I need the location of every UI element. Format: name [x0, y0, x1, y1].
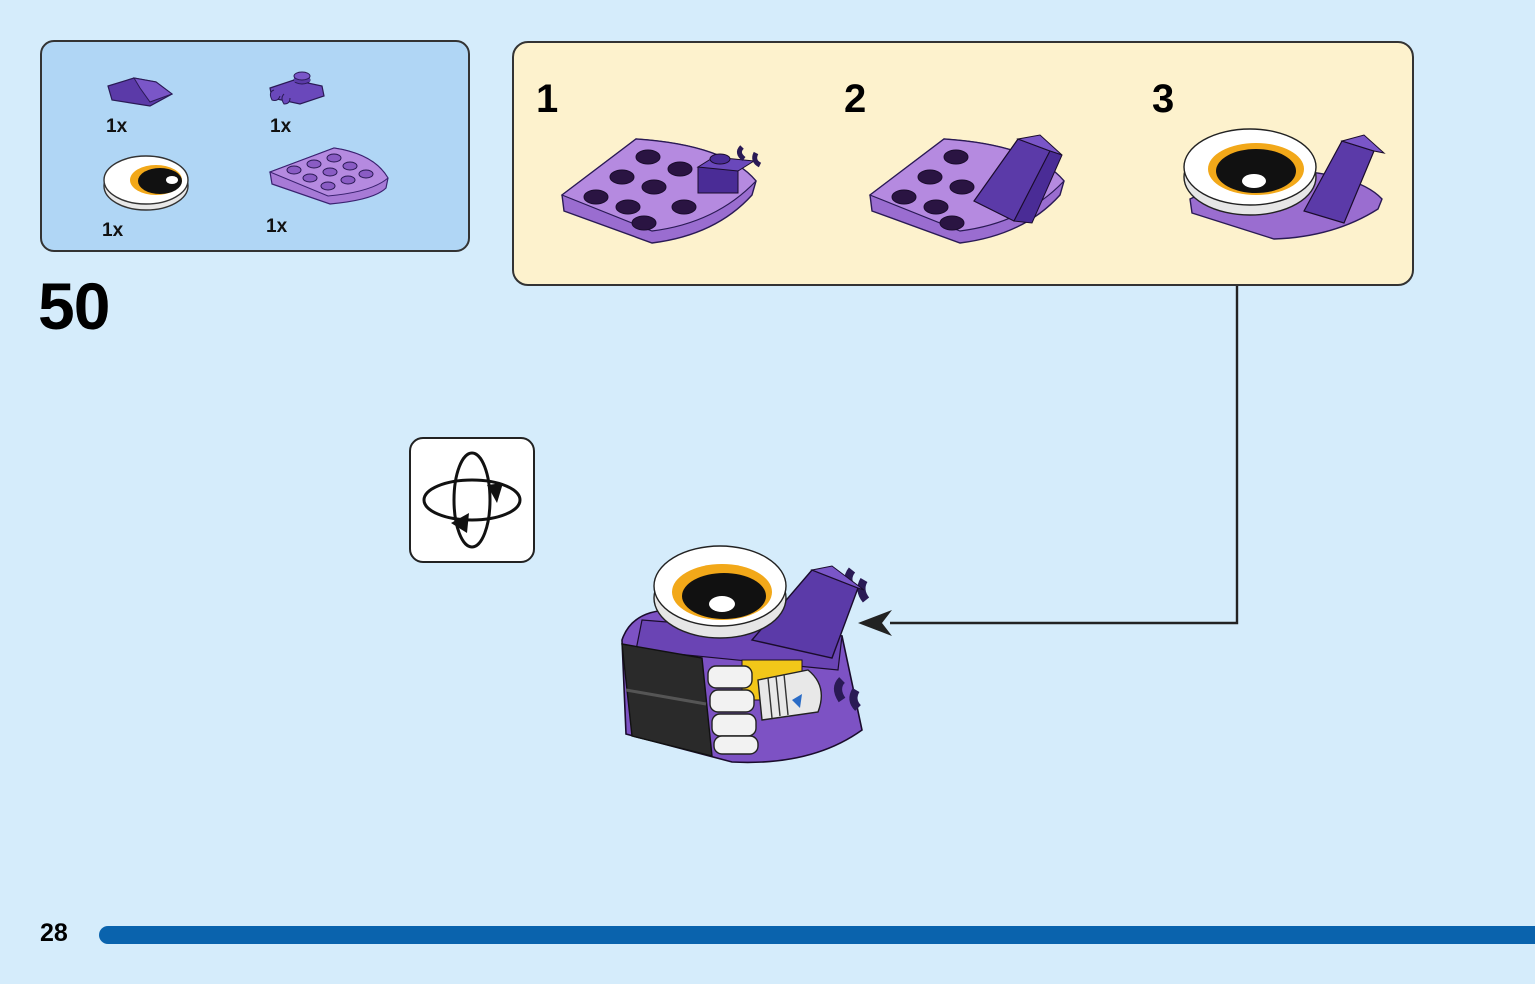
substep-3-image	[1183, 128, 1386, 240]
arrow-left-icon	[858, 610, 892, 636]
rotate-model-icon	[409, 437, 535, 563]
page-number: 28	[40, 919, 68, 947]
substep-label-3: 3	[1152, 77, 1175, 121]
clip-plate-part	[269, 71, 325, 105]
curved-slope-part	[107, 77, 174, 107]
step-number: 50	[38, 269, 110, 343]
parts-list-panel: 1x 1x 1x 1x	[40, 40, 470, 252]
substep-label-1: 1	[536, 77, 559, 121]
part-qty: 1x	[266, 216, 288, 237]
substep-2-image	[868, 134, 1065, 244]
eye-tile-part	[103, 155, 189, 211]
page-progress-bar	[99, 926, 1535, 944]
substep-1-image	[560, 138, 762, 244]
substep-panel: 1 2 3	[512, 41, 1414, 286]
part-qty: 1x	[270, 116, 292, 137]
part-qty: 1x	[106, 116, 128, 137]
substep-label-2: 2	[844, 77, 867, 121]
part-qty: 1x	[102, 220, 124, 241]
round-plate-part	[268, 147, 389, 205]
assembled-model-image	[621, 545, 870, 764]
